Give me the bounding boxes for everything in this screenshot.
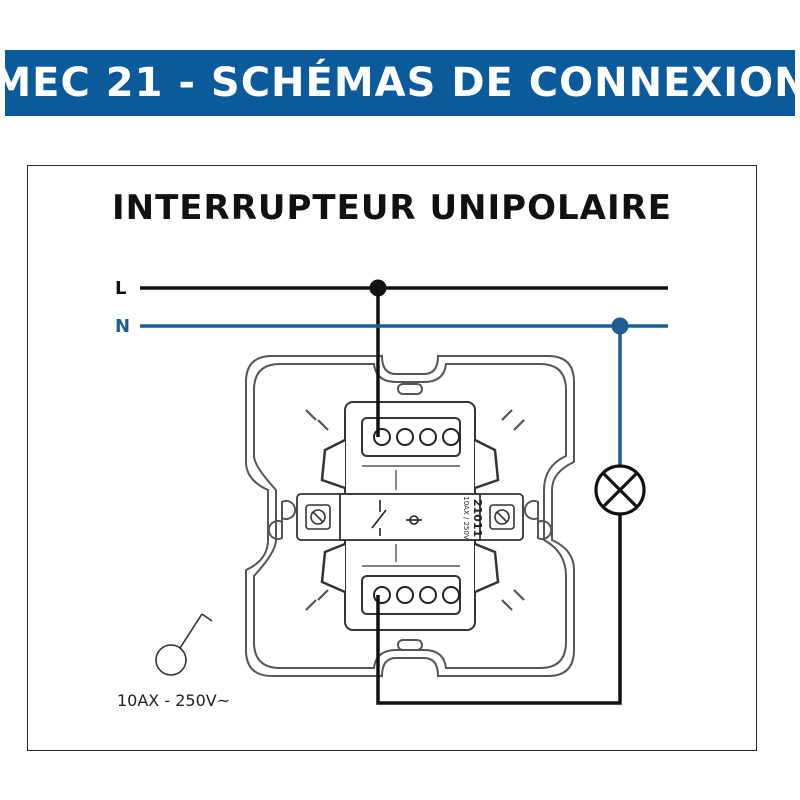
top-terminal-screw-3 — [419, 428, 437, 446]
terminal-screws — [373, 428, 460, 604]
bottom-terminal-screw-3 — [419, 586, 437, 604]
diagram-title: INTERRUPTEUR UNIPOLAIRE — [111, 188, 673, 228]
line-conductor — [140, 286, 668, 705]
line-junction-dot — [369, 279, 387, 297]
line-label: L — [115, 278, 126, 299]
neutral-conductor — [140, 324, 668, 468]
mounting-plate — [245, 355, 575, 677]
device-label: 21011 10AX / 250V — [462, 496, 484, 540]
header-banner: MEC 21 - SCHÉMAS DE CONNEXION — [0, 50, 800, 116]
device-code: 21011 — [471, 499, 484, 537]
neutral-junction-dot — [611, 317, 629, 335]
bottom-terminal-screw-4 — [442, 586, 460, 604]
internal-switch-symbol-icon — [371, 500, 422, 536]
bottom-terminal-screw-2 — [396, 586, 414, 604]
top-terminal-screw-2 — [396, 428, 414, 446]
lamp-icon — [594, 464, 646, 516]
top-terminal-screw-4 — [442, 428, 460, 446]
diagram-box: INTERRUPTEUR UNIPOLAIRE — [27, 165, 757, 751]
page-title: MEC 21 - SCHÉMAS DE CONNEXION — [0, 60, 800, 106]
device-rating: 10AX / 250V — [462, 496, 470, 540]
rating-text: 10AX - 250V~ — [117, 691, 230, 710]
neutral-label: N — [115, 316, 130, 337]
single-pole-switch-icon — [155, 613, 213, 676]
